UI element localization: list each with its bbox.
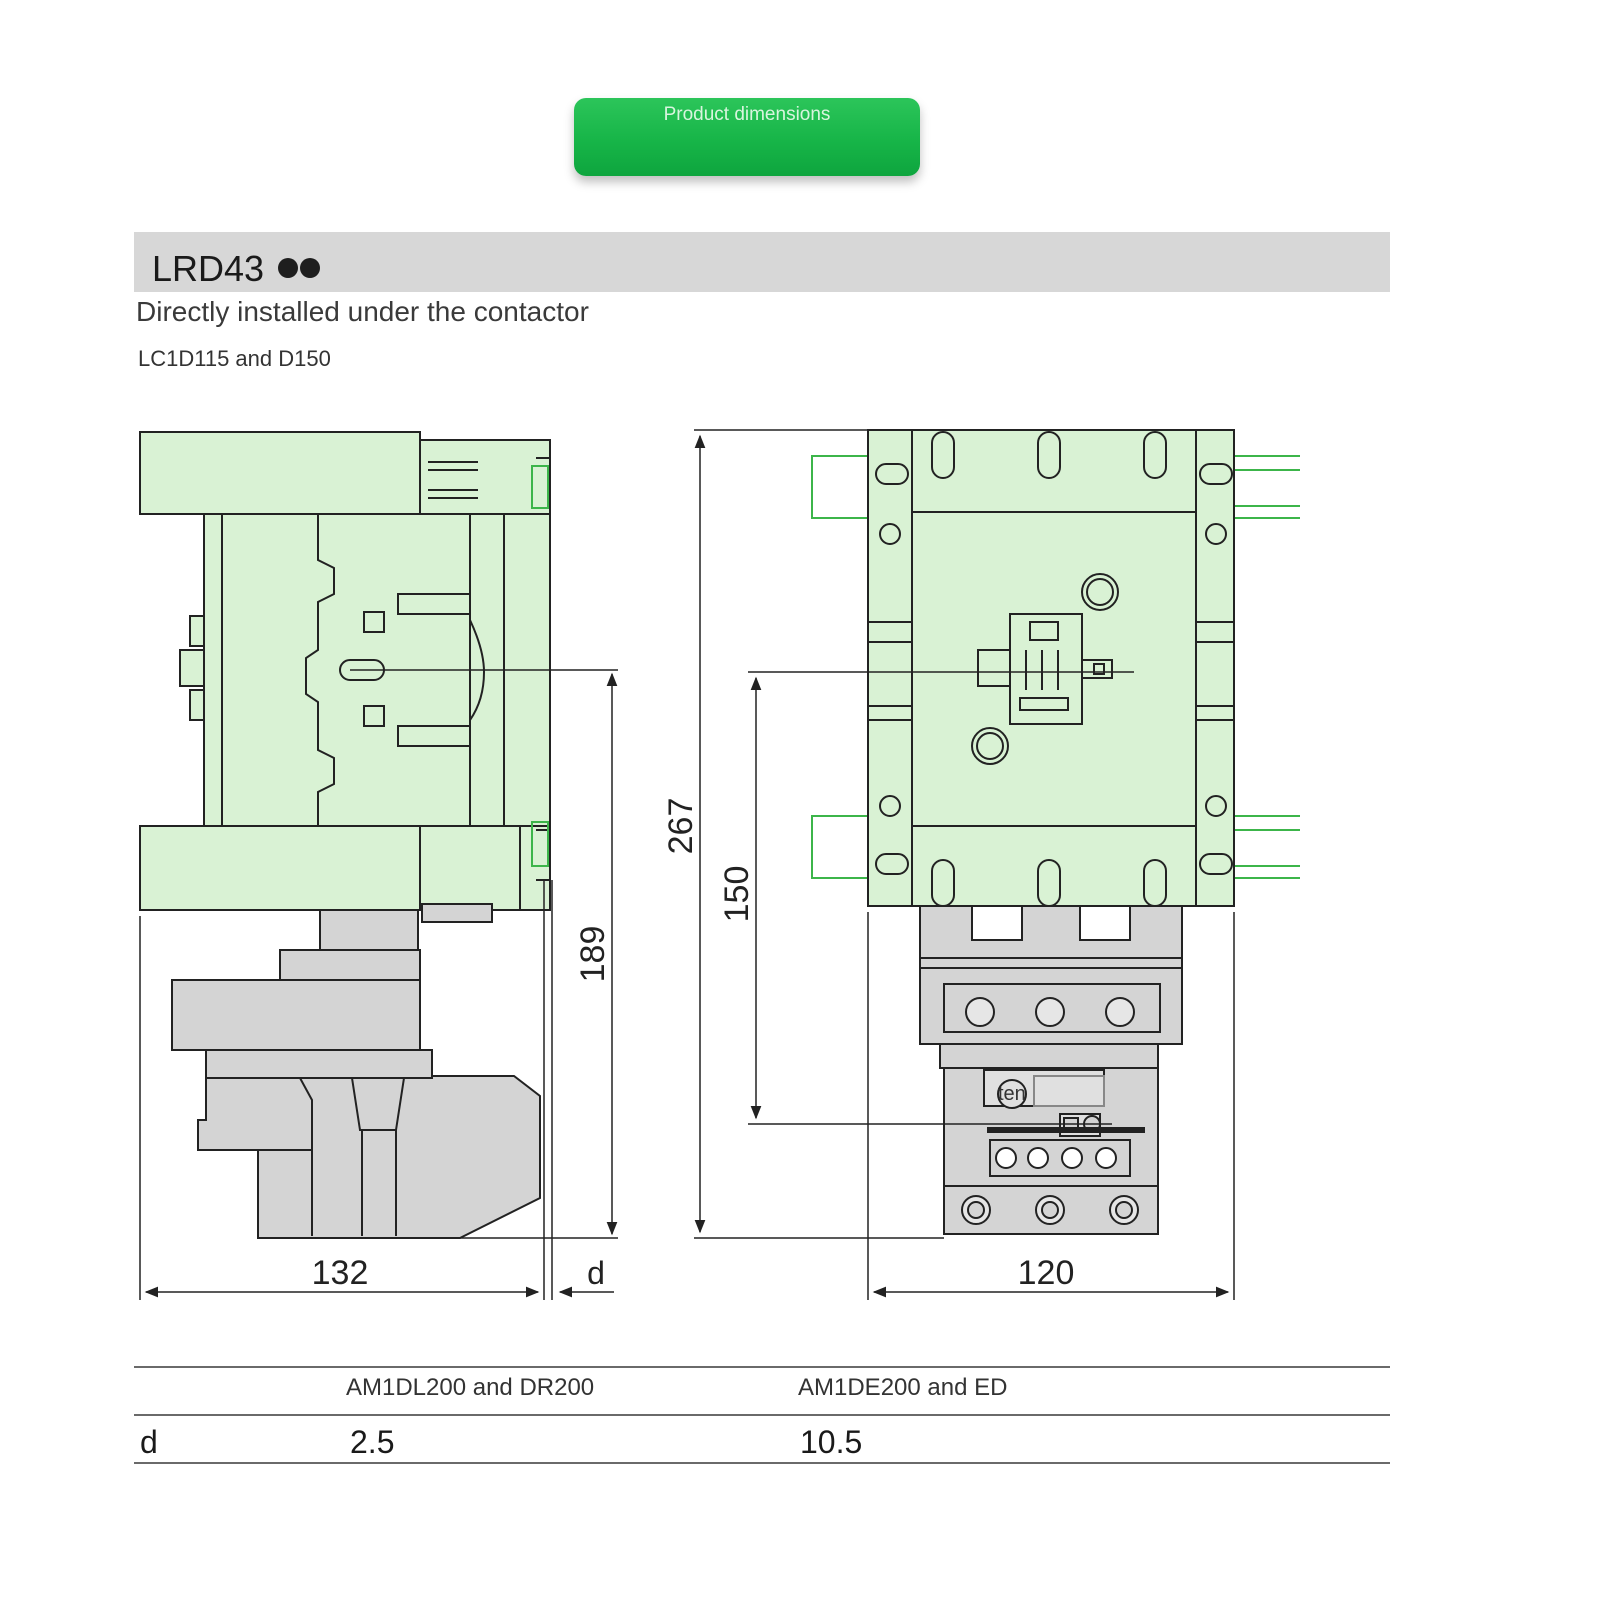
side-bottom-block <box>139 825 421 911</box>
relay-lower <box>197 1075 541 1239</box>
dim-132: 132 <box>312 1254 369 1292</box>
table-row-label: d <box>140 1424 158 1460</box>
subtitle: Directly installed under the contactor <box>136 296 589 327</box>
table-rule-middle <box>134 1414 1390 1416</box>
front-view-relay <box>919 905 1183 1235</box>
relay-upper <box>171 979 421 1051</box>
relay-label-ten: ten <box>998 1083 1026 1105</box>
suffix-dot-icon <box>300 258 320 278</box>
contactor-models: LC1D115 and D150 <box>138 346 331 371</box>
model-suffix-dots <box>278 258 322 283</box>
table-rule-bottom <box>134 1462 1390 1464</box>
product-dimensions-banner: Product dimensions <box>574 98 920 176</box>
front-view-contactor <box>867 429 1235 907</box>
table-value-col1: 2.5 <box>350 1424 395 1460</box>
dim-267: 267 <box>662 798 700 855</box>
dim-120: 120 <box>1018 1254 1075 1292</box>
title-bar <box>134 232 1390 292</box>
table-header-col1: AM1DL200 and DR200 <box>346 1374 595 1401</box>
dim-d: d <box>587 1255 605 1291</box>
dim-150: 150 <box>718 866 756 923</box>
model-title: LRD43 <box>152 248 265 289</box>
side-din-rail <box>531 465 549 867</box>
banner-label: Product dimensions <box>663 104 831 125</box>
table-header-col2: AM1DE200 and ED <box>798 1374 1008 1401</box>
side-top-block <box>139 431 421 515</box>
side-relay <box>171 903 541 1239</box>
side-view <box>139 431 551 911</box>
dim-189: 189 <box>574 926 612 983</box>
table-rule-top <box>134 1366 1390 1368</box>
table-value-col2: 10.5 <box>800 1424 863 1460</box>
suffix-dot-icon <box>278 258 298 278</box>
